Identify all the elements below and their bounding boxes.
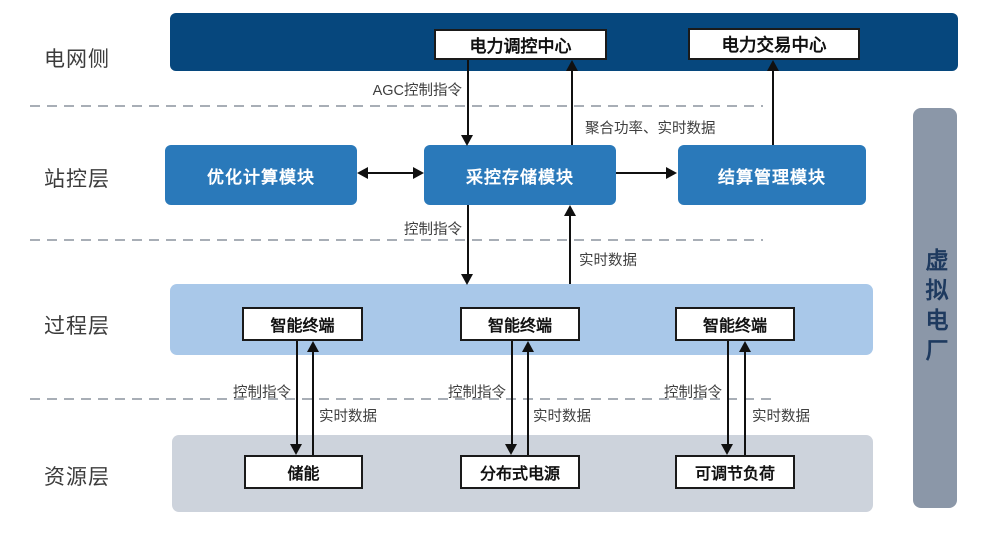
label-aggregate-power: 聚合功率、实时数据 (585, 121, 716, 137)
layer-label-process: 过程层 (44, 315, 110, 338)
separator-process-resource (30, 398, 777, 400)
arrow-control-2-line (511, 341, 513, 445)
trading-center-box: 电力交易中心 (688, 28, 860, 60)
arrow-realtime-2-line (527, 351, 529, 455)
label-control-2: 控制指令 (448, 385, 506, 401)
arrow-collect-settle-head (666, 167, 677, 179)
arrow-opt-collect-right-head (413, 167, 424, 179)
label-realtime-3: 实时数据 (752, 409, 810, 425)
separator-grid-station (30, 105, 763, 107)
arrow-control-mid-head (461, 274, 473, 285)
arrow-aggregate-head (566, 60, 578, 71)
layer-label-resource: 资源层 (44, 466, 110, 489)
dispatch-center-box: 电力调控中心 (434, 29, 607, 60)
label-control-1: 控制指令 (233, 385, 291, 401)
label-realtime-1: 实时数据 (319, 409, 377, 425)
label-agc-command: AGC控制指令 (372, 83, 462, 99)
arrow-control-1-line (296, 341, 298, 445)
module-settlement: 结算管理模块 (678, 145, 866, 205)
arrow-realtime-mid-line (569, 215, 571, 284)
arrow-realtime-3-line (744, 351, 746, 455)
resource-energy-storage: 储能 (244, 455, 363, 489)
arrow-control-2-head (505, 444, 517, 455)
virtual-power-plant-bar: 虚拟电厂 (913, 108, 957, 508)
arrow-realtime-3-head (739, 341, 751, 352)
module-optimization: 优化计算模块 (165, 145, 357, 205)
arrow-settlement-to-trading-head (767, 60, 779, 71)
arrow-collect-settle-line (616, 172, 668, 174)
module-collection-storage: 采控存储模块 (424, 145, 616, 205)
smart-terminal-1: 智能终端 (242, 307, 363, 341)
virtual-power-plant-label: 虚拟电厂 (922, 248, 948, 368)
arrow-settlement-to-trading-line (772, 70, 774, 145)
separator-station-process (30, 239, 763, 241)
arrow-aggregate-line (571, 70, 573, 145)
arrow-agc-head (461, 135, 473, 146)
label-control-3: 控制指令 (664, 385, 722, 401)
resource-adjustable-load: 可调节负荷 (675, 455, 795, 489)
layer-label-grid: 电网侧 (44, 48, 110, 71)
arrow-realtime-1-line (312, 351, 314, 455)
arrow-realtime-mid-head (564, 205, 576, 216)
arrow-control-mid-line (467, 205, 469, 275)
label-realtime-2: 实时数据 (533, 409, 591, 425)
arrow-control-3-head (721, 444, 733, 455)
arrow-control-3-line (727, 341, 729, 445)
resource-distributed-generation: 分布式电源 (460, 455, 580, 489)
arrow-opt-collect-left-head (357, 167, 368, 179)
arrow-opt-collect-line (366, 172, 416, 174)
smart-terminal-2: 智能终端 (460, 307, 580, 341)
smart-terminal-3: 智能终端 (675, 307, 795, 341)
arrow-agc-line (467, 60, 469, 136)
label-realtime-mid: 实时数据 (579, 253, 637, 269)
label-control-mid: 控制指令 (404, 222, 462, 238)
arrow-realtime-1-head (307, 341, 319, 352)
layer-label-station: 站控层 (44, 168, 110, 191)
arrow-realtime-2-head (522, 341, 534, 352)
arrow-control-1-head (290, 444, 302, 455)
